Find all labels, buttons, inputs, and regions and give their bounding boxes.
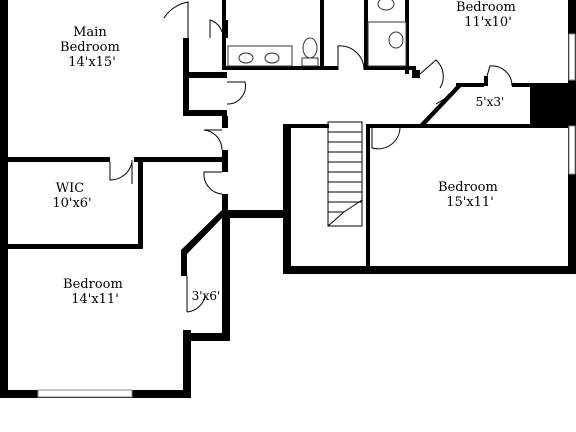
- wic-name: WIC: [56, 181, 84, 196]
- main-bedroom-size: 14'x15': [68, 55, 116, 70]
- main-bedroom-label: Main Bedroom 14'x15': [60, 25, 124, 70]
- room-labels: Main Bedroom 14'x15' Bedroom 11'x10' 5'x…: [52, 0, 520, 307]
- main-bedroom-name-line2: Bedroom: [60, 40, 120, 55]
- doors: [109, 1, 513, 313]
- wic-label: WIC 10'x6': [52, 181, 91, 211]
- bathroom-fixtures: [227, 0, 407, 67]
- bedroom-sw-label: Bedroom 14'x11': [63, 277, 127, 307]
- main-bedroom-name-line1: Main: [73, 25, 107, 40]
- closet-3x6-label: 3'x6': [192, 289, 221, 303]
- bedroom-sw-name: Bedroom: [63, 277, 123, 292]
- bedroom-sw-size: 14'x11': [71, 292, 119, 307]
- stairs: [327, 121, 363, 227]
- wic-size: 10'x6': [52, 196, 91, 211]
- bedroom-ne-size: 11'x10': [464, 15, 512, 30]
- bedroom-e-name: Bedroom: [438, 180, 498, 195]
- bedroom-e-size: 15'x11': [446, 195, 494, 210]
- closet-5x3-label: 5'x3': [476, 95, 505, 109]
- bedroom-ne-name: Bedroom: [456, 0, 516, 15]
- windows: [37, 33, 576, 398]
- bedroom-ne-label: Bedroom 11'x10': [456, 0, 520, 30]
- bedroom-e-label: Bedroom 15'x11': [438, 180, 502, 210]
